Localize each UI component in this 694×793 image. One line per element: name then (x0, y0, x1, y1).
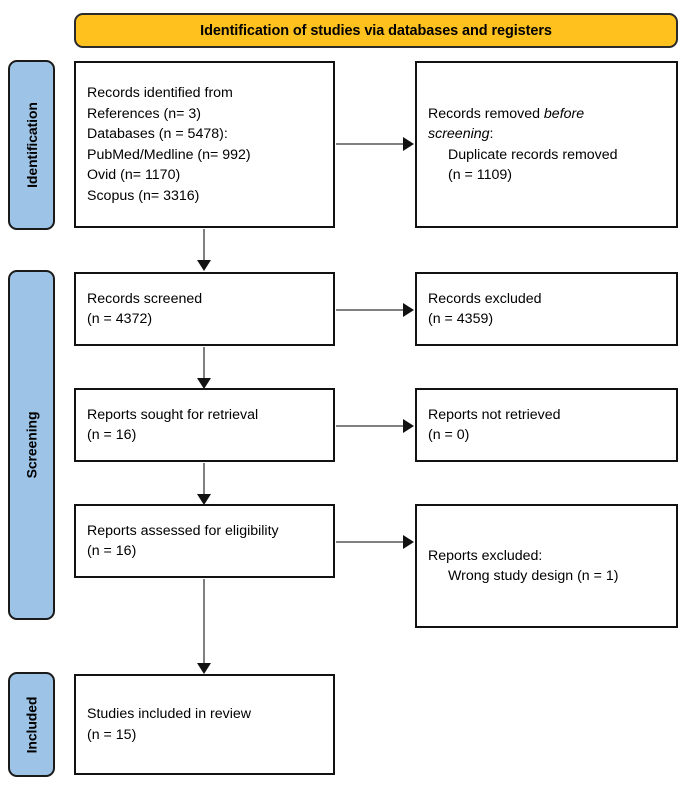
records-identified-line-5: Ovid (n= 1170) (87, 167, 181, 183)
connector-sought-to-assessed (203, 463, 205, 501)
box-records-removed: Records removed before screening: Duplic… (415, 61, 678, 228)
records-screened-line-2: (n = 4372) (87, 311, 153, 327)
reports-not-retrieved-line-1: Reports not retrieved (428, 406, 561, 423)
arrowhead-sought-to-assessed (197, 494, 211, 505)
reports-excluded-line-2: Wrong study design (n = 1) (448, 568, 619, 584)
stage-label-identification: Identification (8, 60, 55, 230)
records-identified-line-3: Databases (n = 5478): (87, 126, 228, 142)
records-identified-line-6: Scopus (n= 3316) (87, 187, 200, 204)
stage-label-identification-text: Identification (23, 102, 40, 188)
records-removed-line-3: Duplicate records removed (448, 146, 618, 163)
connector-sought-to-not-retrieved (336, 425, 405, 427)
connector-assessed-to-excluded (336, 541, 405, 543)
arrowhead-identified-to-removed (403, 137, 414, 151)
phase-banner-identification: Identification of studies via databases … (74, 13, 678, 48)
connector-assessed-to-included (203, 579, 205, 670)
connector-identified-to-removed (336, 143, 405, 145)
connector-screened-to-excluded (336, 309, 405, 311)
connector-screened-to-sought (203, 347, 205, 385)
records-screened-line-1: Records screened (87, 290, 203, 307)
box-records-identified: Records identified from References (n= 3… (74, 61, 335, 228)
records-removed-line-1: Records removed before (428, 105, 585, 122)
records-excluded-line-2: (n = 4359) (428, 311, 494, 327)
box-records-screened: Records screened (n = 4372) (74, 272, 335, 346)
studies-included-line-1: Studies included in review (87, 706, 252, 722)
connector-identified-to-screened (203, 229, 205, 267)
reports-sought-line-1: Reports sought for retrieval (87, 406, 259, 423)
arrowhead-assessed-to-excluded (403, 535, 414, 549)
arrowhead-screened-to-sought (197, 378, 211, 389)
box-studies-included: Studies included in review (n = 15) (74, 674, 335, 775)
box-reports-sought: Reports sought for retrieval (n = 16) (74, 388, 335, 462)
box-reports-assessed: Reports assessed for eligibility (n = 16… (74, 504, 335, 578)
records-removed-line-4: (n = 1109) (448, 167, 513, 183)
arrowhead-sought-to-not-retrieved (403, 419, 414, 433)
arrowhead-identified-to-screened (197, 260, 211, 271)
stage-label-screening-text: Screening (23, 411, 40, 479)
records-identified-line-1: Records identified from (87, 85, 233, 101)
phase-banner-label: Identification of studies via databases … (200, 22, 552, 39)
stage-label-included: Included (8, 672, 55, 777)
reports-excluded-line-1: Reports excluded: (428, 547, 543, 564)
records-identified-line-2: References (n= 3) (87, 105, 201, 122)
records-identified-line-4: PubMed/Medline (n= 992) (87, 146, 251, 163)
arrowhead-assessed-to-included (197, 663, 211, 674)
reports-assessed-line-2: (n = 16) (87, 543, 137, 559)
stage-label-screening: Screening (8, 270, 55, 620)
records-removed-line-2: screening: (428, 126, 494, 142)
records-excluded-line-1: Records excluded (428, 290, 542, 307)
box-records-excluded: Records excluded (n = 4359) (415, 272, 678, 346)
reports-assessed-line-1: Reports assessed for eligibility (87, 522, 279, 539)
box-reports-excluded: Reports excluded: Wrong study design (n … (415, 504, 678, 628)
arrowhead-screened-to-excluded (403, 303, 414, 317)
reports-not-retrieved-line-2: (n = 0) (428, 427, 470, 443)
studies-included-line-2: (n = 15) (87, 726, 137, 743)
reports-sought-line-2: (n = 16) (87, 427, 137, 443)
stage-label-included-text: Included (23, 696, 40, 753)
box-reports-not-retrieved: Reports not retrieved (n = 0) (415, 388, 678, 462)
